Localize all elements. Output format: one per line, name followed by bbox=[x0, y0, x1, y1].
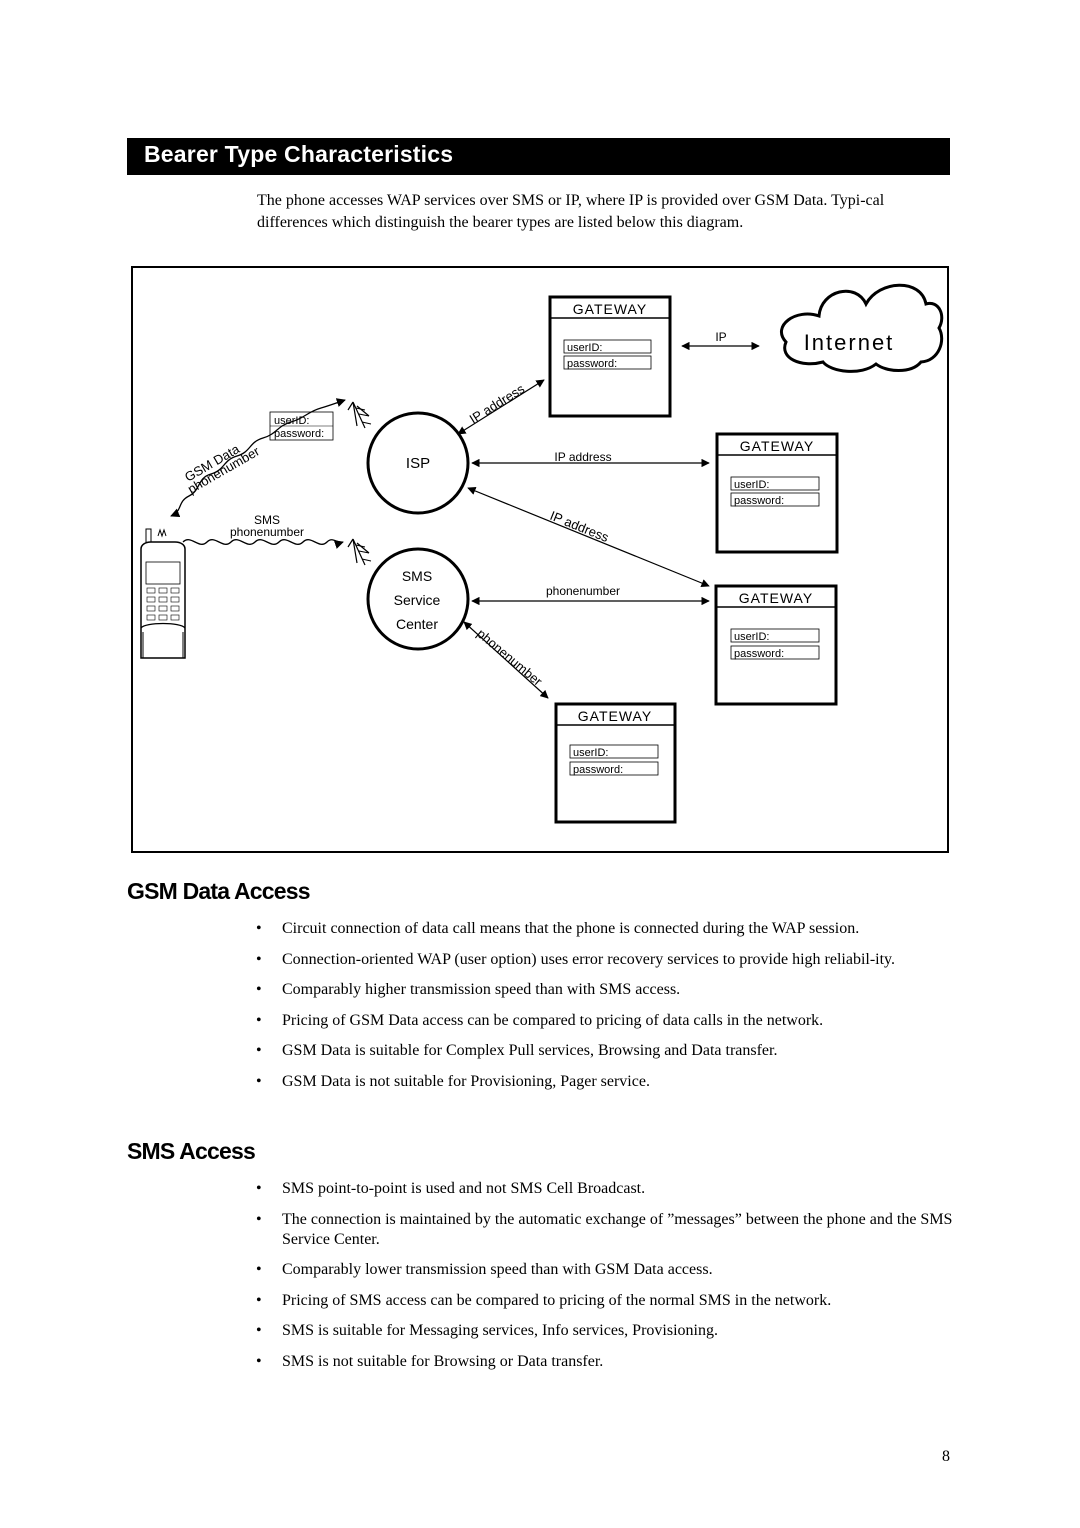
bullet-icon: • bbox=[256, 1291, 262, 1309]
section-title-gsm-data: GSM Data Access bbox=[127, 878, 311, 904]
isp-label: ISP bbox=[406, 455, 430, 472]
gateway-label: GATEWAY bbox=[739, 590, 813, 606]
gsm-data-bullets: •Circuit connection of data call means t… bbox=[256, 919, 956, 1102]
ip-label: IP bbox=[715, 330, 726, 344]
bullet-icon: • bbox=[256, 950, 262, 968]
phonenumber-label: phonenumber bbox=[230, 525, 304, 539]
gateway-label: GATEWAY bbox=[578, 708, 652, 724]
userid-label: userID: bbox=[573, 747, 608, 759]
isp-login-box: userID: password: bbox=[269, 411, 334, 441]
bullet-icon: • bbox=[256, 1072, 262, 1090]
ip-address-arrow bbox=[457, 379, 545, 435]
sms-center-label-line1: SMS bbox=[402, 568, 432, 584]
isp-node: ISP bbox=[366, 411, 470, 515]
gateway-label: GATEWAY bbox=[573, 301, 647, 317]
bullet-icon: • bbox=[256, 1352, 262, 1370]
sms-bullets: •SMS point-to-point is used and not SMS … bbox=[256, 1179, 956, 1382]
gateway-sms: GATEWAY userID: password: bbox=[714, 584, 838, 706]
intro-paragraph: The phone accesses WAP services over SMS… bbox=[257, 192, 885, 231]
userid-label: userID: bbox=[734, 479, 769, 491]
sms-center-label-line2: Service bbox=[394, 592, 441, 608]
list-item: •Pricing of SMS access can be compared t… bbox=[256, 1291, 832, 1309]
sms-link bbox=[182, 539, 344, 549]
password-label: password: bbox=[274, 428, 324, 440]
antenna-icon bbox=[347, 401, 372, 429]
password-label: password: bbox=[734, 495, 784, 507]
bullet-icon: • bbox=[256, 1180, 262, 1197]
gsm-data-link bbox=[170, 398, 346, 518]
gateway-top: GATEWAY userID: password: bbox=[548, 295, 672, 418]
bullet-icon: • bbox=[256, 1261, 262, 1278]
antenna-icon bbox=[347, 538, 372, 566]
gateway-label: GATEWAY bbox=[740, 438, 814, 454]
list-item: •Comparably lower transmission speed tha… bbox=[256, 1261, 713, 1278]
bullet-icon: • bbox=[256, 981, 262, 998]
gateway-bottom: GATEWAY userID: password: bbox=[554, 702, 677, 824]
ip-address-arrow bbox=[467, 486, 710, 588]
bullet-icon: • bbox=[256, 1011, 262, 1029]
password-label: password: bbox=[734, 648, 784, 660]
sms-label: SMS bbox=[254, 513, 280, 527]
list-item: •SMS is suitable for Messaging services,… bbox=[256, 1322, 718, 1339]
gateway-ip: GATEWAY userID: password: bbox=[715, 432, 839, 554]
bullet-icon: • bbox=[256, 1322, 262, 1339]
ip-address-label: IP address bbox=[554, 450, 611, 464]
page-number: 8 bbox=[942, 1448, 950, 1465]
sms-center-label-line3: Center bbox=[396, 616, 438, 632]
password-label: password: bbox=[567, 358, 617, 370]
sms-center-node: SMS Service Center bbox=[366, 547, 470, 651]
bullet-icon: • bbox=[256, 1042, 262, 1059]
list-item: •Comparably higher transmission speed th… bbox=[256, 981, 681, 998]
section-title-sms: SMS Access bbox=[127, 1138, 256, 1164]
page-title: Bearer Type Characteristics bbox=[144, 141, 454, 167]
list-item: •SMS point-to-point is used and not SMS … bbox=[256, 1180, 646, 1197]
userid-label: userID: bbox=[734, 631, 769, 643]
bearer-diagram: Internet GATEWAY userID: password: GATEW… bbox=[131, 266, 949, 853]
list-item: •GSM Data is not suitable for Provisioni… bbox=[256, 1072, 650, 1090]
password-label: password: bbox=[573, 764, 623, 776]
list-item: •The connection is maintained by the aut… bbox=[256, 1210, 953, 1248]
internet-label: Internet bbox=[804, 330, 895, 355]
section-banner: Bearer Type Characteristics bbox=[127, 138, 950, 175]
list-item: •Circuit connection of data call means t… bbox=[256, 920, 860, 937]
userid-label: userID: bbox=[567, 342, 602, 354]
list-item: •Pricing of GSM Data access can be compa… bbox=[256, 1011, 824, 1029]
phonenumber-label: phonenumber bbox=[546, 584, 620, 598]
list-item: •Connection-oriented WAP (user option) u… bbox=[256, 950, 896, 968]
phone-icon bbox=[140, 528, 186, 659]
phonenumber-arrow bbox=[463, 621, 549, 699]
list-item: •SMS is not suitable for Browsing or Dat… bbox=[256, 1352, 604, 1370]
bullet-icon: • bbox=[256, 1210, 262, 1228]
bullet-icon: • bbox=[256, 920, 262, 937]
internet-cloud: Internet bbox=[779, 283, 944, 373]
list-item: •GSM Data is suitable for Complex Pull s… bbox=[256, 1042, 778, 1059]
